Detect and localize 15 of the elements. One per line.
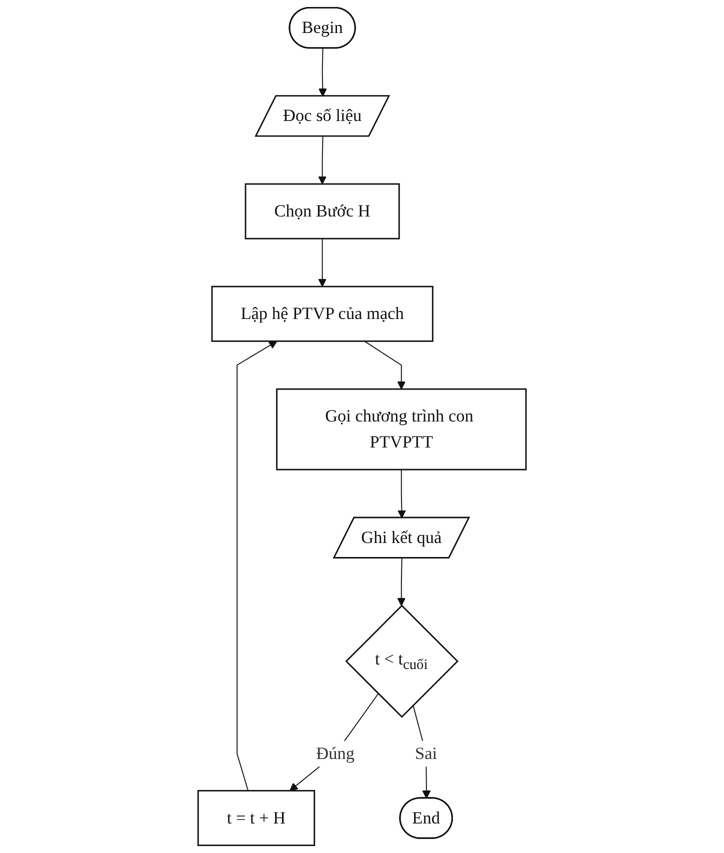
arrow: [236, 340, 278, 792]
arrow: [318, 238, 326, 287]
node-box: Chọn Bước H: [244, 183, 400, 240]
arrow: [289, 693, 379, 792]
arrow: [318, 48, 327, 97]
arrow: [397, 469, 406, 518]
node-box: Gọi chương trình con PTVPTT: [276, 388, 527, 470]
arrow: [318, 136, 326, 184]
arrow: [397, 558, 406, 606]
edge-label: Đúng: [316, 744, 354, 763]
edge-label: Sai: [414, 744, 438, 763]
node-box: Lập hệ PTVP của mạch: [211, 286, 434, 342]
node-diamond: t < t$_{cuối}$: [345, 604, 458, 718]
arrow: [364, 340, 406, 390]
node-box: t = t + H: [197, 790, 316, 846]
